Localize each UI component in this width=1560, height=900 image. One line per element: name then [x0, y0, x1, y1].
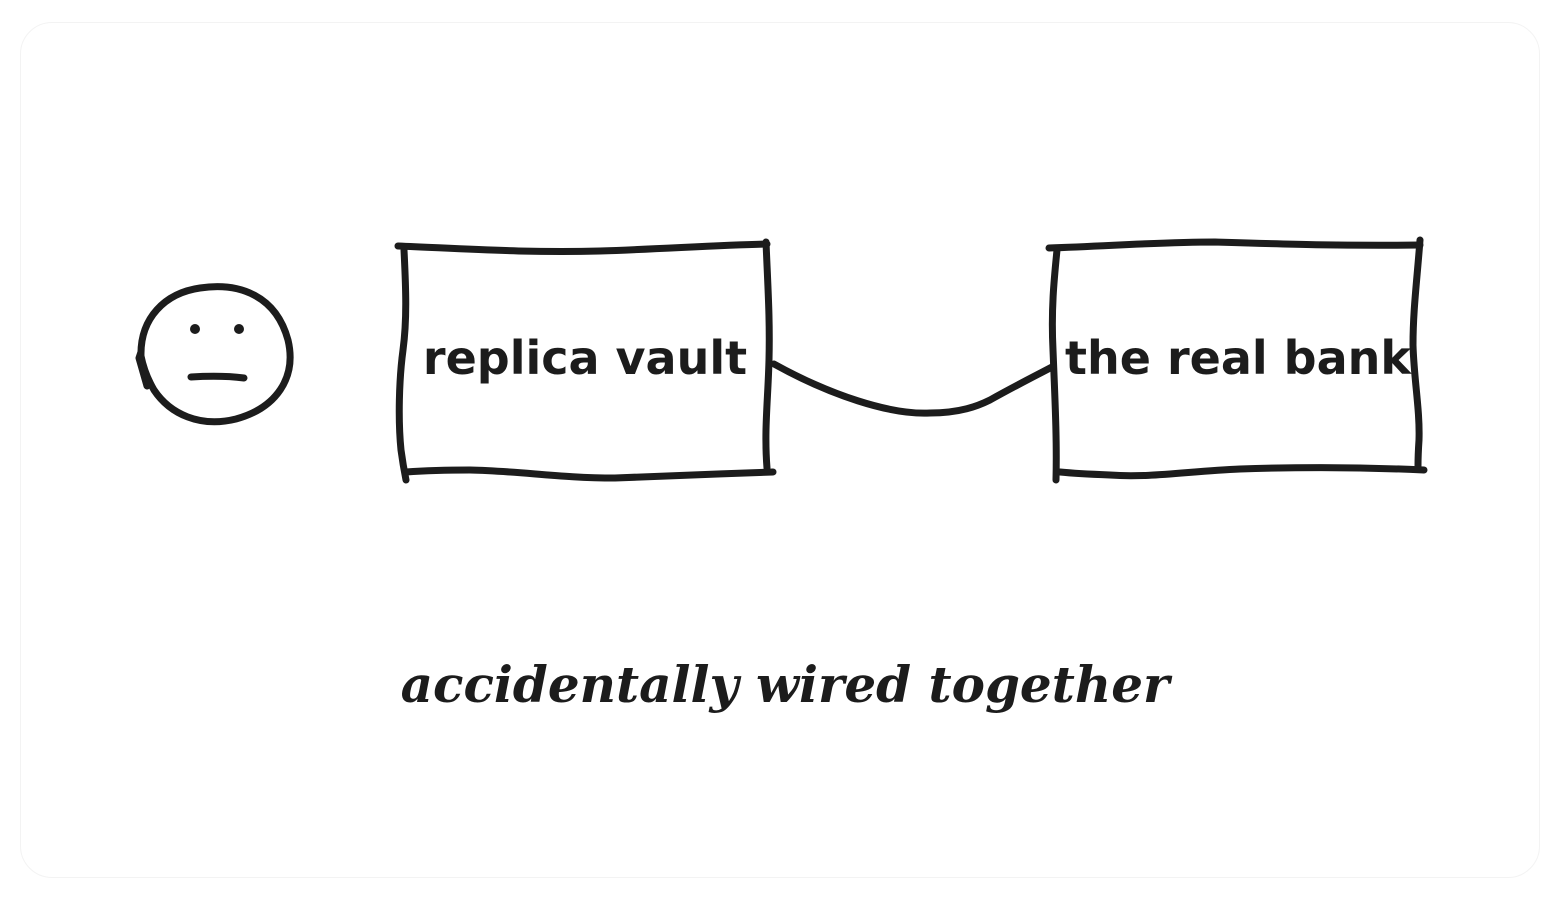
- edge-replica-to-bank: [770, 360, 1056, 417]
- node-replica-vault-label: replica vault: [423, 331, 747, 385]
- neutral-face-icon: [135, 283, 294, 426]
- diagram-caption: accidentally wired together: [401, 655, 1173, 714]
- node-real-bank-label: the real bank: [1065, 331, 1412, 385]
- node-real-bank-box: [1045, 236, 1428, 484]
- node-replica-vault-box: [394, 238, 777, 484]
- card-frame: [20, 22, 1540, 878]
